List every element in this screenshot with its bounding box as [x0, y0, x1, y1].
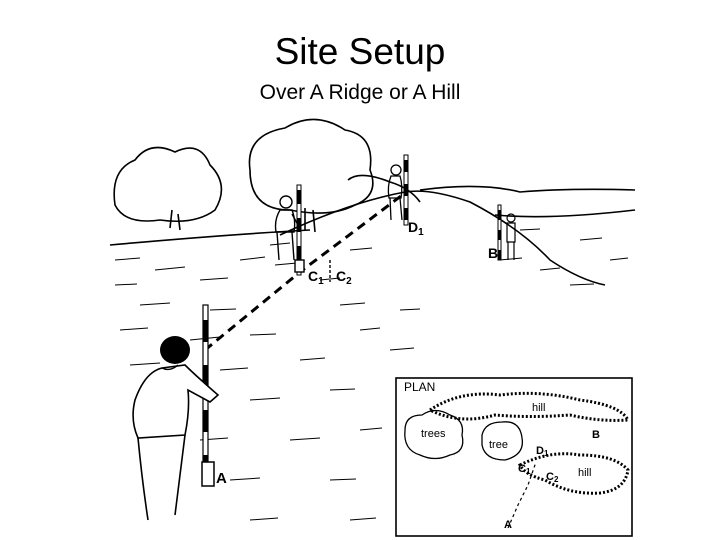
staff-c	[294, 184, 331, 282]
label-d1: D1	[408, 219, 424, 238]
label-b: B	[488, 245, 498, 261]
surveyor-middle	[274, 195, 299, 261]
staff-d	[403, 154, 409, 226]
plan-label-hill-bottom: hill	[578, 467, 591, 479]
plan-dashed-path	[507, 461, 537, 529]
plan-trees-clump	[404, 409, 464, 460]
ridge-survey-illustration: A B C1 C2 D1 PLAN hill trees tree B D1 C…	[109, 118, 636, 537]
plan-tree-single	[481, 421, 524, 461]
plan-inset: PLAN hill trees tree B D1 C1 C2 hill A	[395, 377, 633, 537]
slide-subtitle: Over A Ridge or A Hill	[259, 81, 461, 104]
staff-b	[497, 204, 502, 261]
plan-hill-bottom	[517, 452, 630, 495]
plan-label-d1: D1	[536, 445, 549, 458]
plan-label-a: A	[504, 519, 512, 531]
label-a: A	[216, 470, 227, 487]
surveyor-near	[132, 336, 220, 521]
plan-label-c2: C2	[546, 471, 559, 484]
plan-hill-top	[427, 391, 631, 422]
plan-label-c1: C1	[518, 463, 531, 476]
plan-label-trees: trees	[421, 428, 446, 440]
label-c1: C1	[308, 268, 324, 287]
plan-label-hill-top: hill	[532, 402, 545, 414]
hill-outlines	[109, 190, 636, 286]
label-c2: C2	[336, 268, 352, 287]
surveyor-far	[387, 164, 403, 221]
plan-title: PLAN	[404, 380, 435, 394]
slide-title: Site Setup	[274, 31, 446, 72]
grass-hatching	[114, 228, 629, 521]
plan-label-tree: tree	[489, 439, 508, 451]
plan-label-b: B	[592, 429, 600, 441]
surveyor-distant	[506, 213, 516, 260]
